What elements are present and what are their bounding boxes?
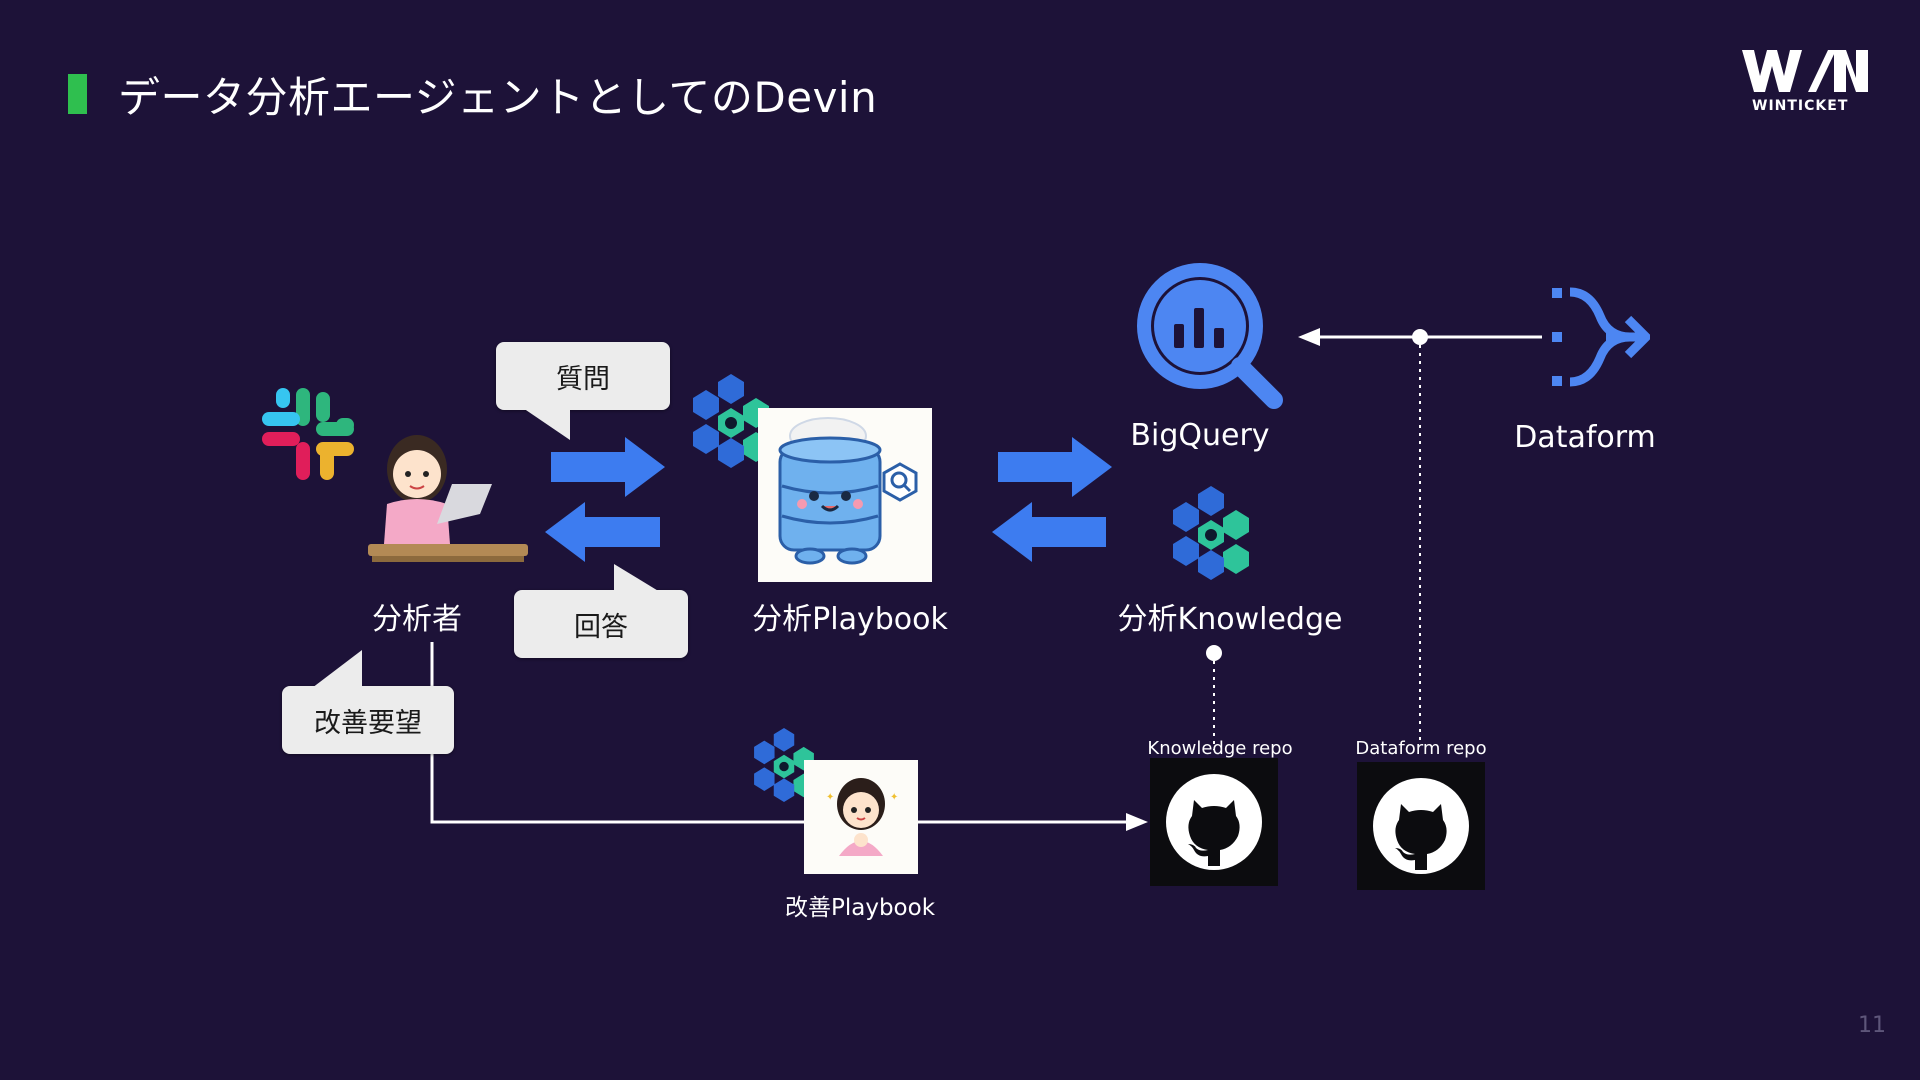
svg-text:✦: ✦: [826, 792, 834, 803]
playbook-tile: [758, 408, 932, 582]
answer-bubble: 回答: [514, 590, 688, 658]
page-number: 11: [1858, 1013, 1886, 1038]
knowledge-junction-dot: [1206, 645, 1222, 661]
analyst-label: 分析者: [372, 602, 462, 637]
answer-arrow: [545, 502, 660, 562]
bigquery-icon: [1137, 263, 1283, 409]
playbook-label: 分析Playbook: [752, 602, 948, 637]
improvement-request-bubble: 改善要望: [282, 686, 454, 754]
analyst-illustration: [368, 435, 528, 562]
dataform-junction-dot: [1412, 329, 1428, 345]
improve-playbook-illustration: ✦ ✦: [826, 778, 898, 856]
playbook-database-mascot: [778, 417, 918, 565]
title-accent-bar: [68, 74, 87, 114]
result-arrow: [992, 502, 1106, 562]
dataform-icon: [1552, 287, 1650, 387]
question-arrow: [551, 437, 665, 497]
improvement-bubble-tail: [312, 650, 362, 688]
improve-playbook-tile: ✦ ✦: [804, 760, 918, 874]
improvement-flow-arrowhead: [1126, 813, 1148, 831]
dataform-label: Dataform: [1514, 420, 1656, 455]
question-bubble: 質問: [496, 342, 670, 410]
improve-playbook-label: 改善Playbook: [784, 895, 936, 921]
query-arrow: [998, 437, 1112, 497]
winticket-logo-text: WINTICKET: [1752, 98, 1849, 114]
answer-bubble-tail: [614, 564, 660, 592]
question-bubble-tail: [520, 406, 570, 440]
knowledge-repo-label: Knowledge repo: [1147, 738, 1293, 759]
bigquery-label: BigQuery: [1130, 418, 1270, 453]
page-title: データ分析エージェントとしてのDevin: [118, 73, 878, 122]
bigquery-arrowhead: [1298, 328, 1320, 346]
knowledge-label: 分析Knowledge: [1117, 602, 1343, 637]
knowledge-repo-tile: [1150, 758, 1278, 886]
knowledge-devin-icon: [1173, 486, 1249, 580]
svg-text:✦: ✦: [890, 792, 898, 803]
dataform-repo-label: Dataform repo: [1355, 738, 1487, 759]
github-icon: [1373, 778, 1469, 874]
slack-icon: [262, 388, 354, 480]
devin-icon: [693, 374, 769, 468]
winticket-logo-mark: [1742, 50, 1868, 92]
dataform-repo-tile: [1357, 762, 1485, 890]
github-icon: [1166, 774, 1262, 870]
